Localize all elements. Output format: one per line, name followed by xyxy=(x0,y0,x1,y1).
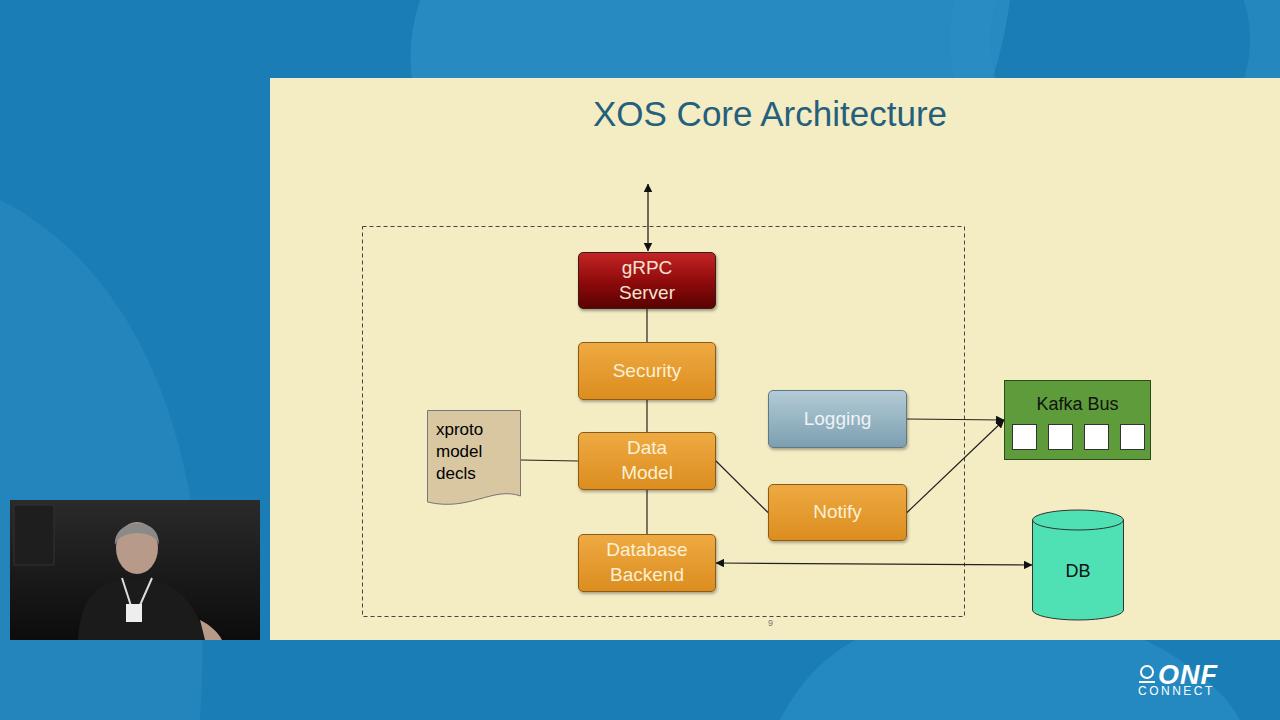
logo-subtext: CONNECT xyxy=(1138,684,1215,698)
cylinder-rim xyxy=(1033,520,1124,530)
container-dashed-box xyxy=(363,227,965,617)
presenter-hair xyxy=(115,523,159,545)
slide xyxy=(270,78,1280,640)
logo-icon xyxy=(1139,681,1155,683)
process-box: Data Model xyxy=(578,432,716,490)
page-number: 9 xyxy=(768,618,773,628)
queue-slot xyxy=(1084,424,1109,450)
video-frame xyxy=(10,500,260,640)
cylinder-body xyxy=(1033,510,1124,620)
connector xyxy=(646,400,647,432)
node-text: Kafka Bus xyxy=(1036,393,1118,416)
node-text: Logging xyxy=(804,407,872,432)
process-box: Database Backend xyxy=(578,534,716,592)
node-text: Data Model xyxy=(607,436,687,485)
process-box: Security xyxy=(578,342,716,400)
slide-title: XOS Core Architecture xyxy=(370,94,1170,134)
presenter-hand xyxy=(200,620,222,640)
logo-mark xyxy=(1139,666,1155,682)
queue-slot xyxy=(1048,424,1073,450)
server-box: gRPC Server xyxy=(578,252,716,309)
connector xyxy=(521,460,578,461)
external-arrow xyxy=(647,184,648,251)
node-text: gRPC Server xyxy=(607,256,687,305)
node-text: Security xyxy=(613,359,682,384)
swirl-shape xyxy=(0,200,203,720)
node-text: Database Backend xyxy=(600,538,695,587)
connector xyxy=(716,563,1032,565)
connector xyxy=(716,461,768,513)
badge xyxy=(126,604,142,622)
queue-slot xyxy=(1012,424,1037,450)
node-text: xproto model decls xyxy=(436,419,498,485)
presenter-body xyxy=(78,578,205,640)
node-text: Notify xyxy=(813,500,862,525)
database-cylinder: DB xyxy=(1032,510,1124,620)
node-text: DB xyxy=(1065,560,1090,583)
message-bus-box: Kafka Bus xyxy=(1004,380,1151,460)
connector xyxy=(646,490,647,534)
connector xyxy=(646,309,647,342)
process-box: Logging xyxy=(768,390,907,448)
presenter-video xyxy=(10,500,260,640)
speaker-cabinet xyxy=(14,505,54,565)
document-shape: xproto model decls xyxy=(427,410,521,510)
process-box: Notify xyxy=(768,484,907,541)
queue-slot xyxy=(1120,424,1145,450)
logo-icon xyxy=(1141,666,1153,678)
connector xyxy=(907,419,1004,420)
connector xyxy=(907,420,1004,513)
document-outline xyxy=(428,411,521,505)
